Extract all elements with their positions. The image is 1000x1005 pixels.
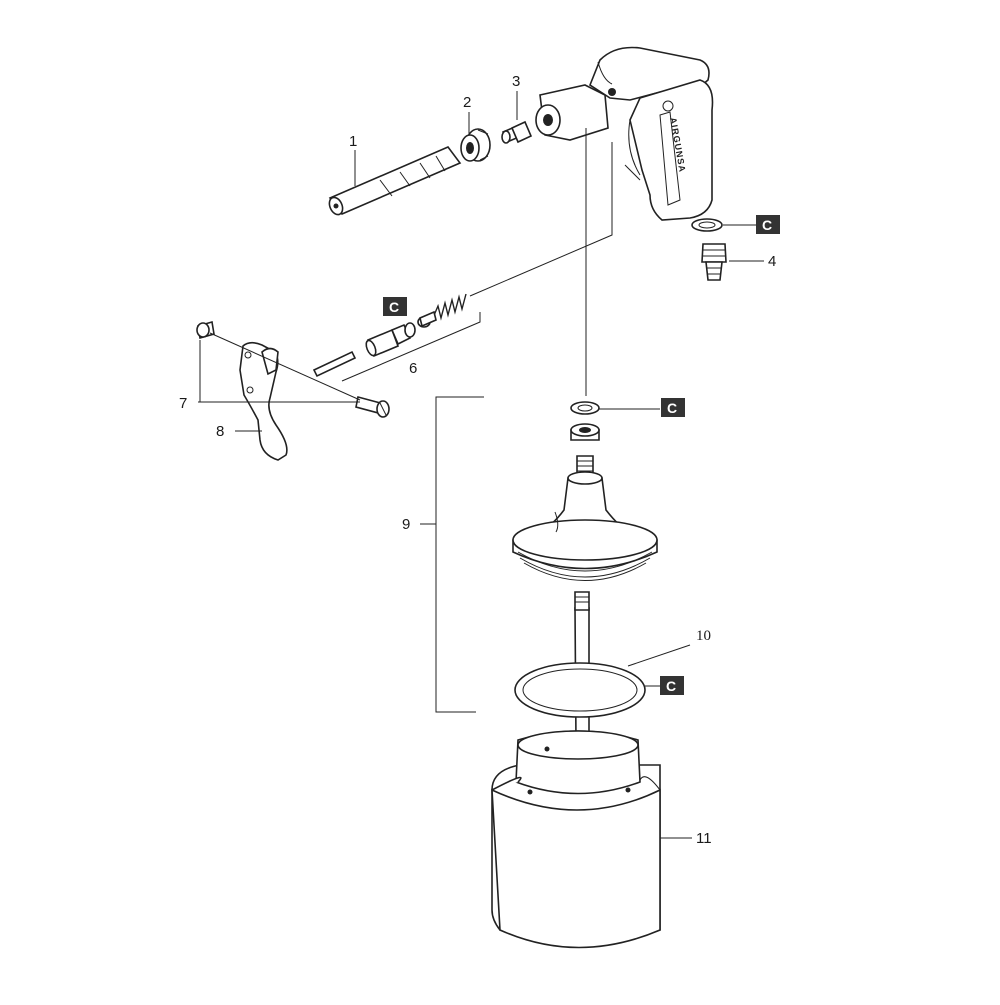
trigger-icon (239, 341, 288, 461)
fitting-icon (501, 120, 533, 144)
callout-8: 8 (216, 423, 224, 440)
o-ring-icon (514, 662, 646, 718)
spray-gun-body-icon: AIRGUNSA (535, 46, 714, 221)
callout-11: 11 (696, 830, 712, 847)
badge-c-valve: C (383, 297, 407, 316)
bracket-6 (341, 312, 481, 382)
badge-c-gasket: C (661, 398, 685, 417)
badge-c-washer-4: C (756, 215, 780, 234)
callout-7: 7 (179, 395, 187, 412)
knurled-nut-icon (460, 128, 491, 162)
callout-3: 3 (512, 73, 520, 90)
svg-text:C: C (389, 299, 399, 315)
callout-6: 6 (409, 360, 417, 377)
leader-lines (198, 91, 764, 839)
callout-4: 4 (768, 253, 776, 270)
svg-text:C: C (666, 678, 676, 694)
valve-assembly-icon (312, 293, 467, 378)
trigger-pin-icon (196, 320, 390, 418)
bracket-9 (435, 396, 484, 713)
callout-10: 10 (696, 628, 711, 644)
badge-c-o-ring: C (660, 676, 684, 695)
svg-text:C: C (667, 400, 677, 416)
callout-2: 2 (463, 94, 471, 111)
paint-cup-icon (491, 730, 661, 949)
svg-text:C: C (762, 217, 772, 233)
callout-1: 1 (349, 133, 357, 150)
cup-lid-icon (512, 401, 658, 581)
air-inlet-fitting-icon (691, 218, 727, 281)
callout-9: 9 (402, 516, 410, 533)
nozzle-tube-icon (328, 146, 462, 216)
